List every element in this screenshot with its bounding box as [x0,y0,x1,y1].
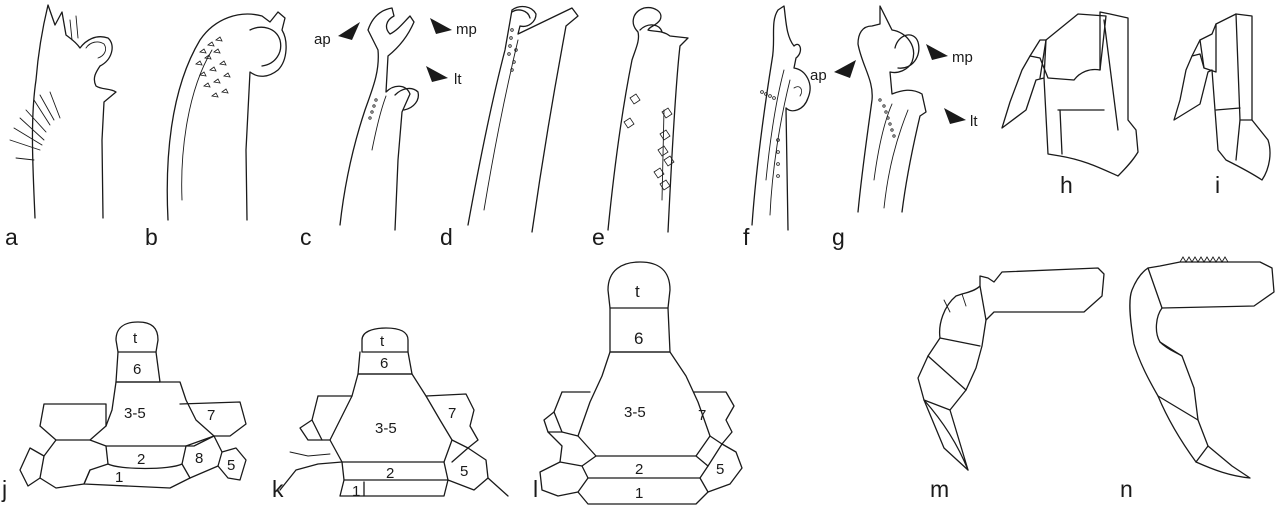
seg-l-5: 5 [716,461,724,478]
panel-label-l: l [533,476,538,502]
arrow-mp-g [926,44,948,60]
seg-k-6: 6 [380,355,388,372]
label-mp-c: mp [456,21,477,38]
panel-label-b: b [145,224,158,250]
drawing-d: d [440,5,579,250]
label-ap-g: ap [810,67,827,84]
seg-l-t: t [635,282,640,301]
seg-k-7: 7 [448,405,456,422]
seg-k-t: t [380,333,385,350]
panel-label-d: d [440,224,453,250]
label-mp-g: mp [952,49,973,66]
seg-l-1: 1 [635,485,643,502]
seg-l-6: 6 [634,329,643,348]
seg-l-3-5: 3-5 [624,404,646,421]
drawing-g: ap mp lt g [810,5,978,250]
drawing-h: h [1001,11,1139,198]
arrow-mp-c [430,18,452,34]
drawing-i: i [1173,13,1271,198]
label-lt-g: lt [970,113,978,130]
arrow-ap-c [338,22,360,40]
panel-label-e: e [592,224,605,250]
seg-k-1: 1 [352,483,360,500]
drawing-n: n [1120,256,1275,502]
seg-j-8: 8 [195,450,203,467]
panel-label-j: j [1,476,7,502]
panel-label-n: n [1120,476,1133,502]
seg-j-5: 5 [227,457,235,474]
panel-label-k: k [272,476,284,502]
panel-label-g: g [832,224,845,250]
arrow-ap-g [834,60,856,78]
seg-j-t: t [133,330,138,347]
seg-j-7: 7 [207,407,215,424]
label-ap-c: ap [314,31,331,48]
drawing-e: e [592,6,689,250]
seg-k-3-5: 3-5 [375,420,397,437]
panel-label-h: h [1060,172,1073,198]
seg-j-2: 2 [137,451,145,468]
drawing-k: t 6 3-5 7 2 1 5 k [272,327,509,502]
arrow-lt-g [944,108,966,124]
panel-label-i: i [1215,172,1220,198]
drawing-a: a [5,4,117,250]
seg-k-5: 5 [460,463,468,480]
seg-l-7: 7 [698,407,706,424]
seg-j-3-5: 3-5 [124,405,146,422]
panel-label-a: a [5,224,18,250]
panel-label-f: f [743,224,750,250]
panel-label-m: m [930,476,949,502]
drawing-b: b [145,11,287,250]
seg-j-6: 6 [133,361,141,378]
drawing-f: f [743,5,811,250]
label-lt-c: lt [454,71,462,88]
seg-j-1: 1 [115,469,123,486]
drawing-m: m [917,267,1105,502]
arrow-lt-c [426,66,448,82]
drawing-l: t 6 3-5 7 2 1 5 l [533,261,743,505]
drawing-c: ap mp lt c [300,7,477,250]
panel-label-c: c [300,224,312,250]
seg-k-2: 2 [386,465,394,482]
seg-l-2: 2 [635,461,643,478]
drawing-j: t 6 3-5 7 2 1 8 5 j [1,321,247,502]
